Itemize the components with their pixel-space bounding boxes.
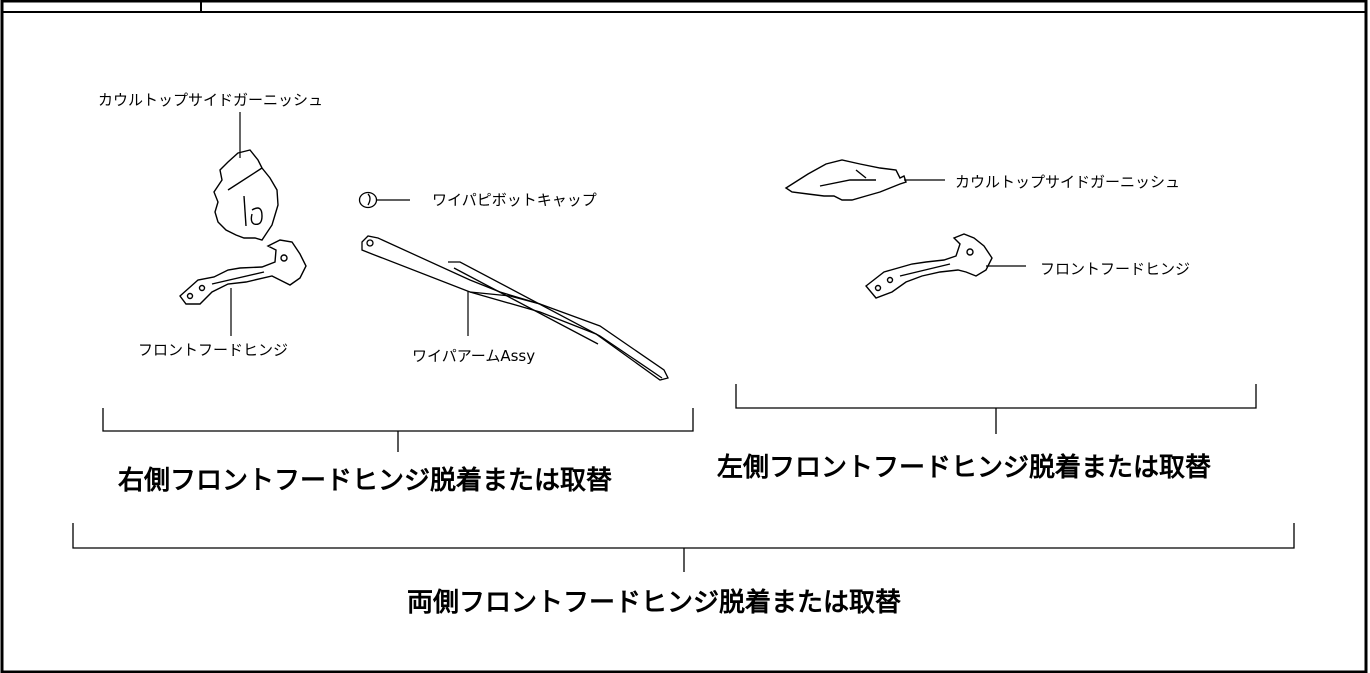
right-hinge-part	[179, 239, 307, 305]
right-front-hood-hinge-label: フロントフードヒンジ	[138, 341, 289, 359]
wiper-arm-part	[361, 235, 669, 381]
both-group-bracket	[72, 523, 1295, 572]
left-hinge-group-caption: 左側フロントフードヒンジ脱着または取替	[717, 453, 1212, 483]
pivot-cap-part	[358, 191, 378, 209]
wiper-arm-assy-label: ワイパアームAssy	[412, 347, 536, 365]
left-hinge-part	[864, 233, 993, 299]
both-hinge-group-caption: 両側フロントフードヒンジ脱着または取替	[407, 588, 902, 618]
right-hinge-group-caption: 右側フロントフードヒンジ脱着または取替	[118, 466, 613, 496]
right-group-bracket	[102, 408, 694, 452]
left-cowl-garnish-label: カウルトップサイドガーニッシュ	[955, 173, 1181, 191]
left-cowl-garnish-part	[784, 159, 907, 201]
right-cowl-garnish-label: カウルトップサイドガーニッシュ	[98, 91, 324, 109]
left-group-bracket	[735, 384, 1257, 434]
right-cowl-garnish-part	[213, 149, 279, 241]
left-front-hood-hinge-label: フロントフードヒンジ	[1040, 260, 1191, 278]
wiper-pivot-cap-label: ワイパピボットキャップ	[432, 191, 597, 209]
